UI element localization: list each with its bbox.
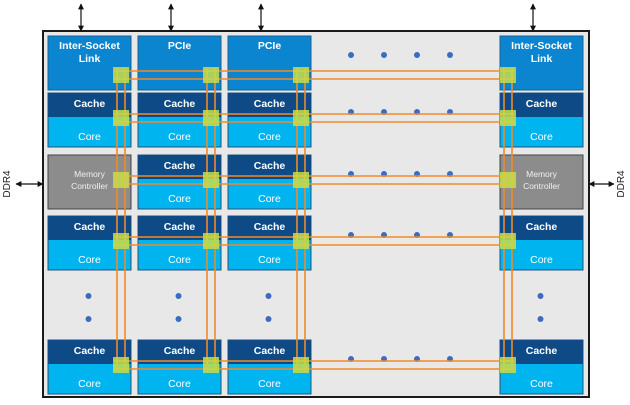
core-label: Core [530,131,553,143]
ddr4-right-label: DDR4 [616,170,627,198]
mesh-stop [293,67,309,83]
core-label: Core [78,131,101,143]
mesh-stop [113,172,129,188]
mesh-stop [203,172,219,188]
ellipsis-dot [348,52,354,58]
cache-label: Cache [254,345,286,357]
ellipsis-dot [175,316,182,322]
ellipsis-dot [381,52,387,58]
ellipsis-dot [447,52,453,58]
cache-label: Cache [164,221,196,233]
ellipsis-dot [265,316,272,322]
cache-label: Cache [74,345,106,357]
cache-label: Cache [74,98,106,110]
ellipsis-dot [175,293,182,299]
mesh-stop [293,110,309,126]
ellipsis-dot [85,316,92,322]
cache-label: Cache [254,221,286,233]
mesh-stop [293,233,309,249]
ddr4-left-label: DDR4 [2,170,13,198]
core-label: Core [258,193,281,205]
core-label: Core [168,254,191,266]
mesh-stop [203,357,219,373]
core-label: Core [530,378,553,390]
core-label: Core [168,193,191,205]
core-label: Core [258,131,281,143]
cache-label: Cache [164,160,196,172]
mesh-stop [203,233,219,249]
ellipsis-dot [85,293,92,299]
inter-socket-label: Link [79,53,101,65]
memory-controller-label: Memory [526,169,557,179]
mesh-stop [500,357,516,373]
inter-socket-label: Link [531,53,553,65]
cache-label: Cache [526,221,558,233]
inter-socket-label: Inter-Socket [59,40,120,52]
core-label: Core [168,131,191,143]
pcie-label: PCIe [168,40,192,52]
ellipsis-dot [537,316,544,322]
mesh-stop [293,172,309,188]
cache-label: Cache [526,98,558,110]
ellipsis-dot [537,293,544,299]
core-label: Core [530,254,553,266]
inter-socket-label: Inter-Socket [511,40,572,52]
cache-label: Cache [526,345,558,357]
die-outline [42,30,590,398]
mesh-stop [113,233,129,249]
cache-label: Cache [164,98,196,110]
core-label: Core [258,254,281,266]
memory-controller-label: Controller [71,181,108,191]
cache-label: Cache [164,345,196,357]
cache-label: Cache [254,98,286,110]
core-label: Core [78,378,101,390]
mesh-stop [500,172,516,188]
mesh-stop [203,110,219,126]
core-label: Core [78,254,101,266]
cache-label: Cache [74,221,106,233]
core-label: Core [258,378,281,390]
mesh-stop [500,67,516,83]
memory-controller-label: Controller [523,181,560,191]
cache-label: Cache [254,160,286,172]
mesh-stop [293,357,309,373]
pcie-label: PCIe [258,40,282,52]
mesh-stop [203,67,219,83]
mesh-stop [500,110,516,126]
mesh-stop [500,233,516,249]
ellipsis-dot [265,293,272,299]
core-label: Core [168,378,191,390]
mesh-stop [113,110,129,126]
ellipsis-dot [414,52,420,58]
memory-controller-label: Memory [74,169,105,179]
mesh-stop [113,67,129,83]
mesh-stop [113,357,129,373]
